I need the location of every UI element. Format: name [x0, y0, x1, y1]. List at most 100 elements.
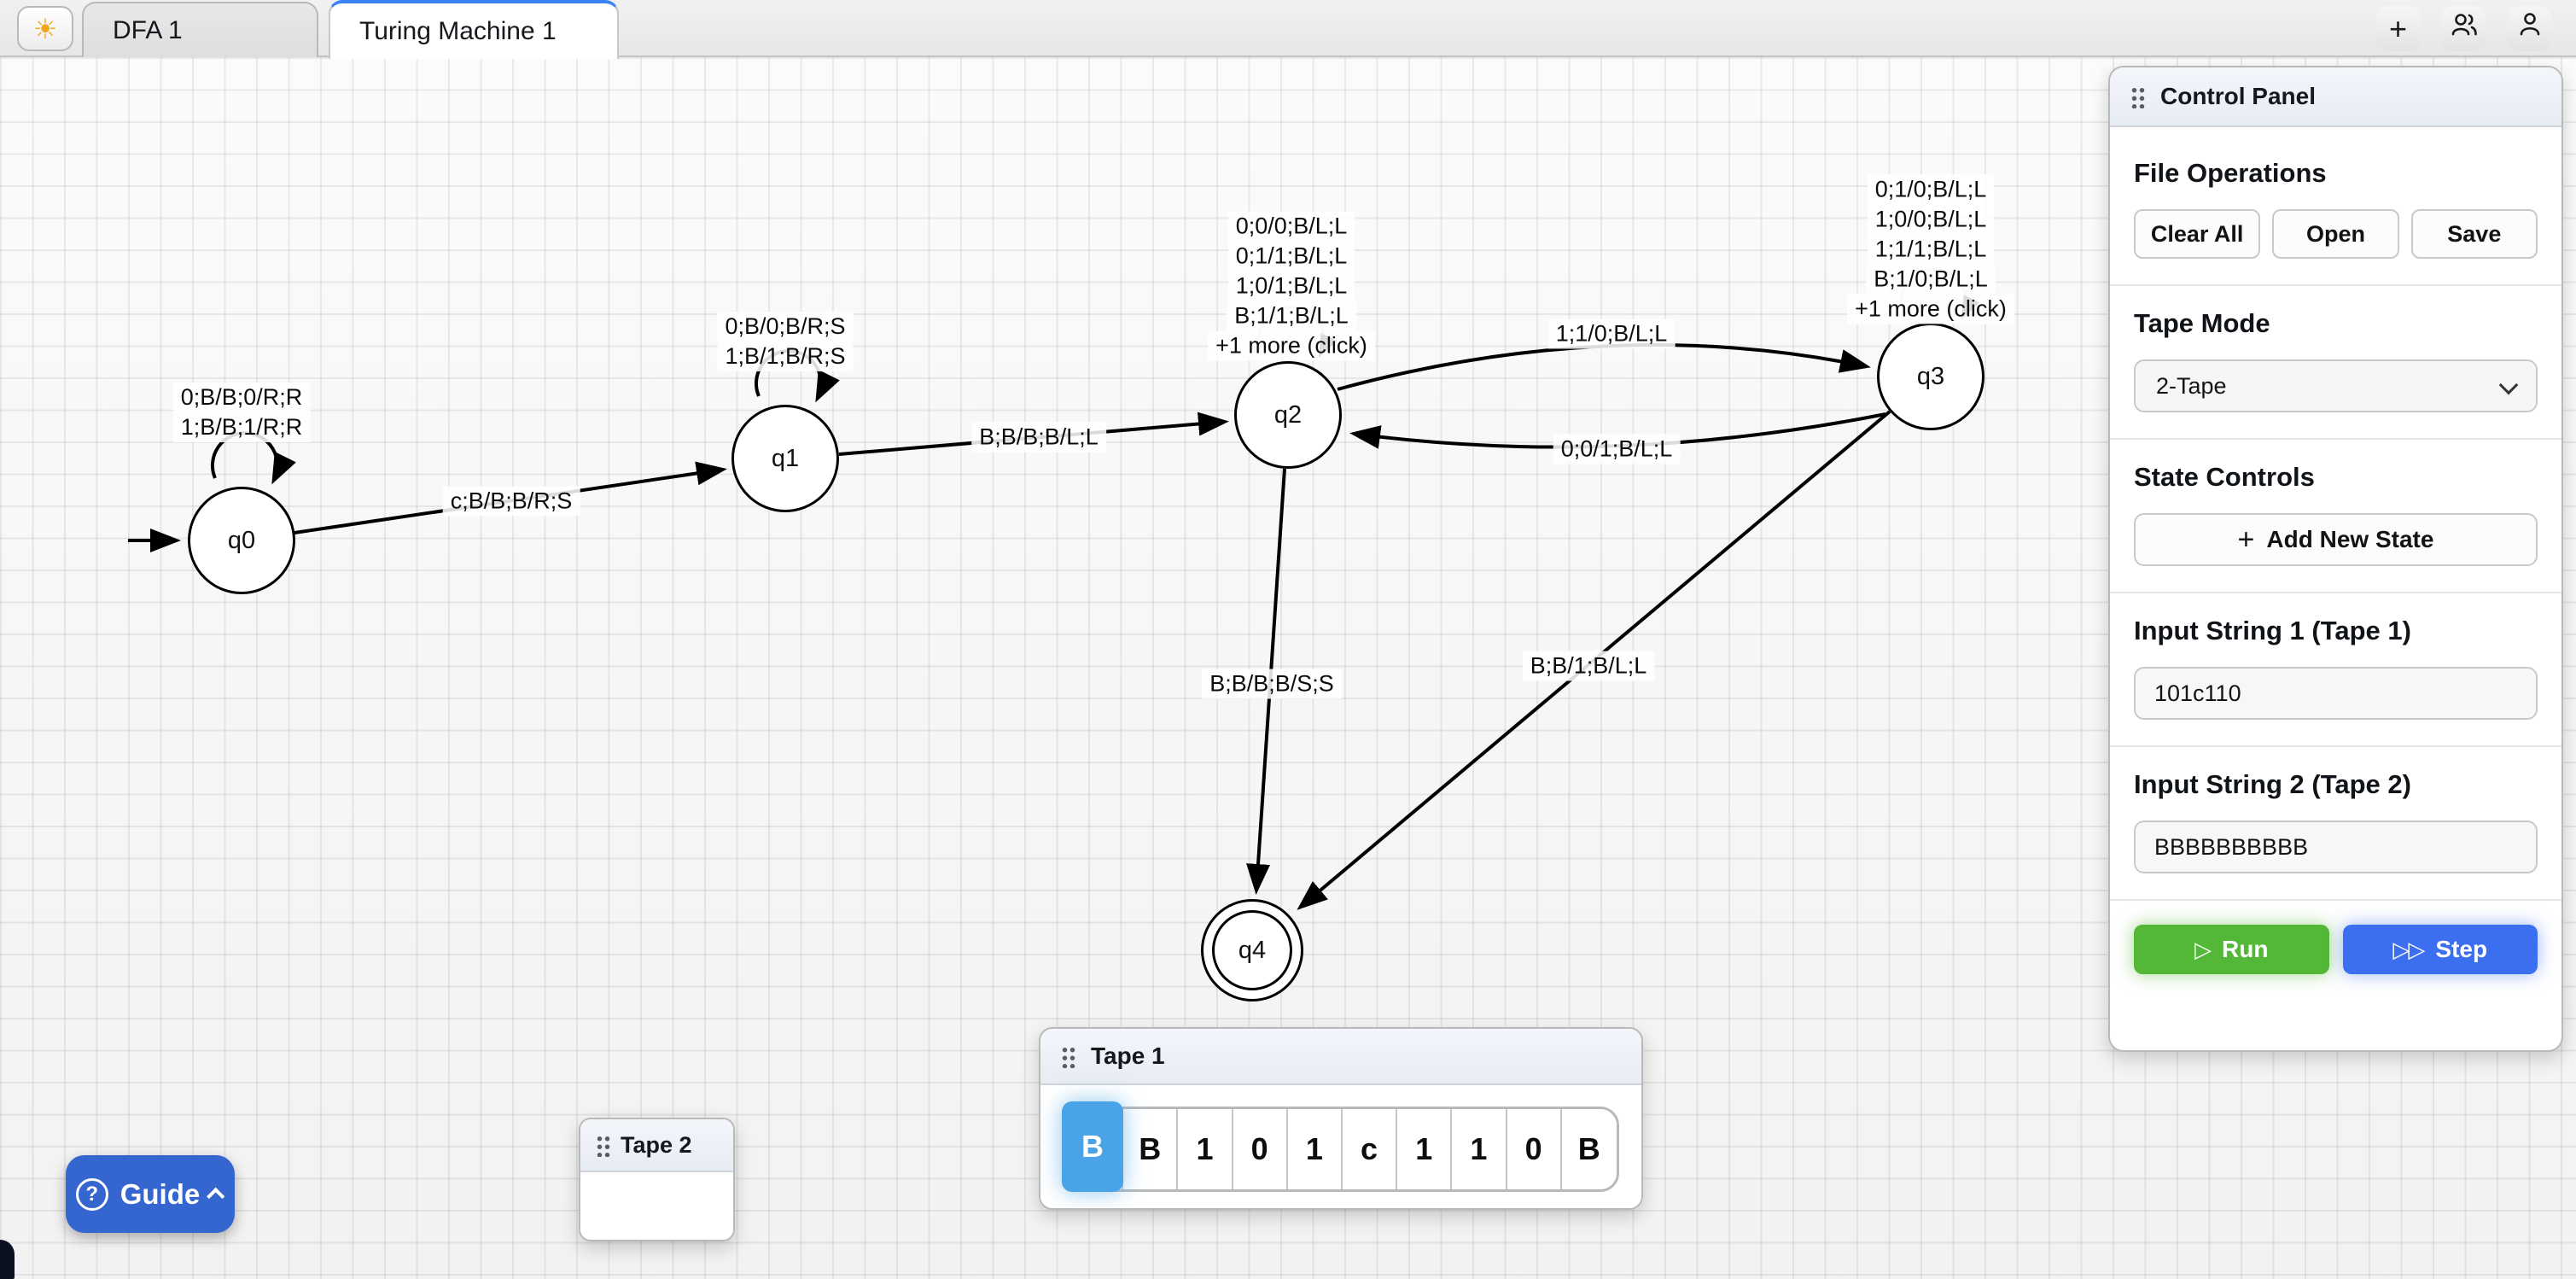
tape-1-body: B 1 0 1 c 1 1 0 B B: [1040, 1085, 1641, 1208]
transition-label[interactable]: 0;1/1;B/L;L: [1227, 241, 1355, 272]
state-controls-heading: State Controls: [2134, 462, 2315, 492]
tape-cell: 1: [1452, 1109, 1507, 1189]
q2-loop-labels: 0;0/0;B/L;L 0;1/1;B/L;L 1;0/1;B/L;L B;1/…: [1208, 211, 1375, 361]
transition-label[interactable]: 1;0/0;B/L;L: [1867, 204, 1995, 235]
add-tab-button[interactable]: +: [2375, 6, 2421, 51]
tab-label: DFA 1: [113, 15, 183, 44]
transition-label[interactable]: 1;B/1;B/R;S: [717, 342, 854, 371]
state-label: q4: [1238, 936, 1267, 964]
tab-dfa-1[interactable]: DFA 1: [82, 2, 318, 57]
section-divider: [2110, 745, 2561, 747]
transition-label[interactable]: 0;B/B;0/R;R: [172, 383, 311, 412]
final-state-inner-ring: q4: [1212, 910, 1292, 990]
tape-cell: 1: [1397, 1109, 1453, 1189]
section-divider: [2110, 284, 2561, 286]
tape-1-panel: Tape 1 B 1 0 1 c 1 1 0 B B: [1039, 1027, 1643, 1210]
tape-cell: 1: [1287, 1109, 1343, 1189]
run-label: Run: [2222, 936, 2269, 962]
state-q0[interactable]: q0: [188, 487, 295, 594]
drag-handle-icon[interactable]: [2130, 85, 2145, 108]
users-icon: [2450, 10, 2479, 47]
transition-label[interactable]: B;B/B;B/L;L: [971, 422, 1106, 453]
add-new-state-button[interactable]: + Add New State: [2134, 513, 2538, 566]
input-string-1-field[interactable]: [2134, 667, 2538, 720]
save-button[interactable]: Save: [2410, 209, 2538, 259]
control-panel-title: Control Panel: [2160, 83, 2317, 109]
file-operations-heading: File Operations: [2134, 158, 2327, 188]
corner-shape: [0, 1240, 15, 1279]
drag-handle-icon[interactable]: [1061, 1044, 1075, 1068]
tape-cell: c: [1342, 1109, 1398, 1189]
theme-toggle-button[interactable]: ☀: [17, 6, 73, 51]
transition-label[interactable]: 1;0/1;B/L;L: [1227, 271, 1355, 301]
control-panel-body: File Operations Clear All Open Save Tape…: [2110, 127, 2561, 974]
state-q1[interactable]: q1: [731, 405, 839, 512]
drag-handle-icon[interactable]: [596, 1133, 610, 1157]
transition-label[interactable]: B;B/1;B/L;L: [1522, 651, 1655, 681]
control-panel-header[interactable]: Control Panel: [2110, 67, 2561, 127]
edge-label-q0-q1: c;B/B;B/R;S: [442, 486, 580, 517]
input-string-1-heading: Input String 1 (Tape 1): [2134, 616, 2411, 645]
tape-mode-heading: Tape Mode: [2134, 308, 2270, 338]
run-button[interactable]: ▷ Run: [2134, 925, 2329, 974]
control-panel: Control Panel File Operations Clear All …: [2108, 66, 2563, 1052]
chevron-up-icon: [207, 1187, 225, 1206]
tape-cell: 0: [1507, 1109, 1562, 1189]
user-icon: [2515, 10, 2544, 47]
section-divider: [2110, 592, 2561, 593]
state-label: q1: [771, 444, 800, 472]
play-icon: ▷: [2194, 936, 2212, 962]
tape-cell: B: [1561, 1109, 1617, 1189]
section-divider: [2110, 438, 2561, 440]
state-q3[interactable]: q3: [1877, 323, 1984, 430]
state-label: q0: [227, 526, 256, 554]
step-button[interactable]: ▷▷ Step: [2342, 925, 2538, 974]
state-q2[interactable]: q2: [1234, 361, 1342, 469]
account-button[interactable]: [2507, 6, 2552, 51]
tape-cell: 1: [1178, 1109, 1233, 1189]
tab-label: Turing Machine 1: [359, 16, 557, 45]
tape-2-body: [580, 1172, 733, 1240]
tape-1-title: Tape 1: [1091, 1042, 1165, 1069]
add-new-state-label: Add New State: [2266, 526, 2434, 552]
fast-forward-icon: ▷▷: [2392, 936, 2425, 962]
tape-mode-select[interactable]: 2-Tape: [2134, 359, 2538, 412]
transition-label[interactable]: 1;1/0;B/L;L: [1547, 318, 1676, 349]
state-q4-final[interactable]: q4: [1201, 899, 1303, 1002]
tab-turing-machine-1[interactable]: Turing Machine 1: [329, 0, 619, 59]
clear-all-button[interactable]: Clear All: [2134, 209, 2261, 259]
transition-label[interactable]: 0;B/0;B/R;S: [717, 312, 854, 342]
help-icon: ?: [75, 1177, 108, 1211]
edge-label-q3-q4: B;B/1;B/L;L: [1522, 651, 1655, 681]
transition-label[interactable]: 1;1/1;B/L;L: [1867, 234, 1995, 265]
guide-label: Guide: [119, 1177, 201, 1210]
tape-1-header[interactable]: Tape 1: [1040, 1029, 1641, 1085]
edge-label-q3-q2: 0;0/1;B/L;L: [1553, 434, 1681, 464]
tape-2-panel: Tape 2: [579, 1118, 735, 1241]
plus-icon: +: [2237, 523, 2255, 556]
more-transitions-link[interactable]: +1 more (click): [1208, 330, 1375, 361]
state-label: q3: [1916, 362, 1945, 390]
tape-mode-selected-value: 2-Tape: [2156, 372, 2227, 399]
more-transitions-link[interactable]: +1 more (click): [1847, 294, 2014, 324]
transition-label[interactable]: 1;B/B;1/R;R: [172, 412, 311, 442]
tape-cell: 0: [1233, 1109, 1288, 1189]
transition-label[interactable]: c;B/B;B/R;S: [442, 486, 580, 517]
tape-2-header[interactable]: Tape 2: [580, 1119, 733, 1172]
transition-label[interactable]: 0;0/1;B/L;L: [1553, 434, 1681, 464]
tape-head-active-cell: B: [1062, 1101, 1123, 1192]
transition-label[interactable]: 0;1/0;B/L;L: [1867, 174, 1995, 205]
transition-label[interactable]: B;1/0;B/L;L: [1866, 264, 1996, 295]
q1-loop-labels: 0;B/0;B/R;S 1;B/1;B/R;S: [717, 312, 854, 371]
transition-label[interactable]: 0;0/0;B/L;L: [1227, 211, 1355, 242]
transition-label[interactable]: B;1/1;B/L;L: [1227, 301, 1356, 331]
plus-icon: +: [2388, 10, 2408, 46]
collaborators-button[interactable]: [2441, 6, 2486, 51]
transition-label[interactable]: B;B/B;B/S;S: [1202, 669, 1342, 699]
edge-label-q1-q2: B;B/B;B/L;L: [971, 422, 1106, 453]
guide-button[interactable]: ? Guide: [66, 1155, 235, 1233]
q0-loop-labels: 0;B/B;0/R;R 1;B/B;1/R;R: [172, 383, 311, 442]
open-button[interactable]: Open: [2272, 209, 2399, 259]
input-string-2-field[interactable]: [2134, 821, 2538, 873]
